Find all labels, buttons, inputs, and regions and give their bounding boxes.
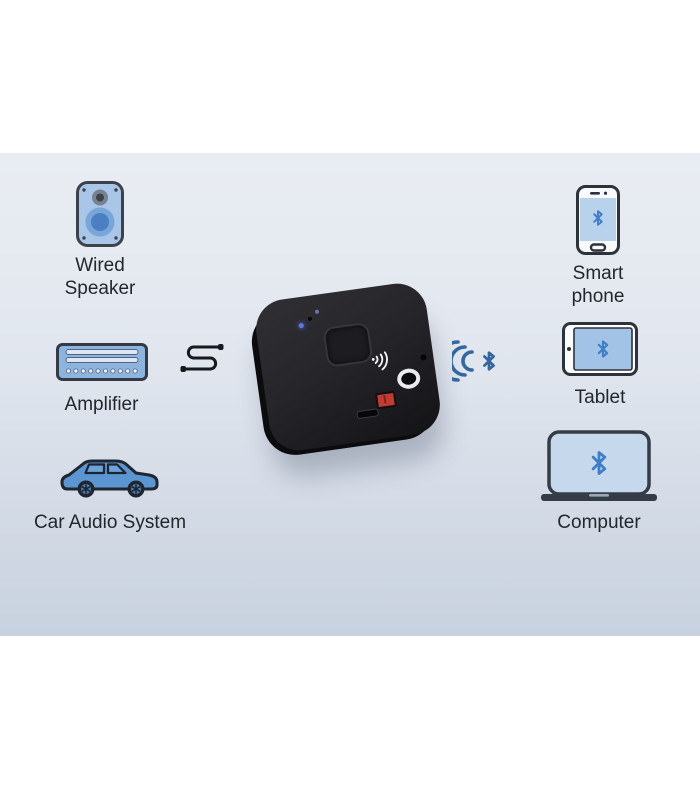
usb-port[interactable]	[356, 408, 380, 420]
signal-arc	[461, 350, 474, 372]
device-label: Amplifier	[64, 394, 139, 415]
device-label: Smart phone	[571, 263, 625, 308]
smartphone-group: Smart phone	[548, 185, 648, 308]
bluetooth-icon	[593, 210, 603, 226]
bluetooth-receiver-device	[247, 279, 444, 460]
jack-hole-icon	[420, 354, 427, 361]
car-audio-group: Car Audio System	[26, 452, 194, 534]
computer-group: Computer	[536, 430, 662, 534]
pairing-button[interactable]	[322, 321, 374, 368]
speaker-icon	[76, 181, 124, 247]
device-label: Car Audio System	[33, 512, 187, 533]
aux-port[interactable]	[395, 367, 422, 391]
laptop-icon	[541, 430, 657, 501]
amplifier-group: Amplifier	[34, 343, 169, 416]
tablet-group: Tablet	[550, 322, 650, 409]
bluetooth-icon	[597, 340, 609, 358]
signal-arc	[452, 345, 467, 377]
status-led-icon	[298, 322, 305, 329]
status-led-icon	[314, 309, 320, 315]
bluetooth-signal-icon	[452, 340, 495, 382]
receiver-body	[252, 279, 444, 455]
bluetooth-icon	[483, 351, 495, 371]
nfc-logo-icon	[371, 351, 388, 371]
device-label: Tablet	[574, 387, 626, 408]
bluetooth-icon	[591, 451, 607, 475]
tablet-icon	[562, 322, 638, 376]
car-icon	[60, 459, 159, 498]
audio-cable-icon	[180, 344, 224, 372]
wired-speaker-group: Wired Speaker	[40, 181, 160, 300]
device-label: Wired Speaker	[64, 255, 136, 300]
mic-hole-icon	[307, 316, 313, 322]
amplifier-icon	[55, 343, 148, 381]
device-label: Computer	[557, 512, 641, 533]
smartphone-icon	[576, 185, 620, 255]
mode-switch[interactable]	[374, 390, 397, 410]
